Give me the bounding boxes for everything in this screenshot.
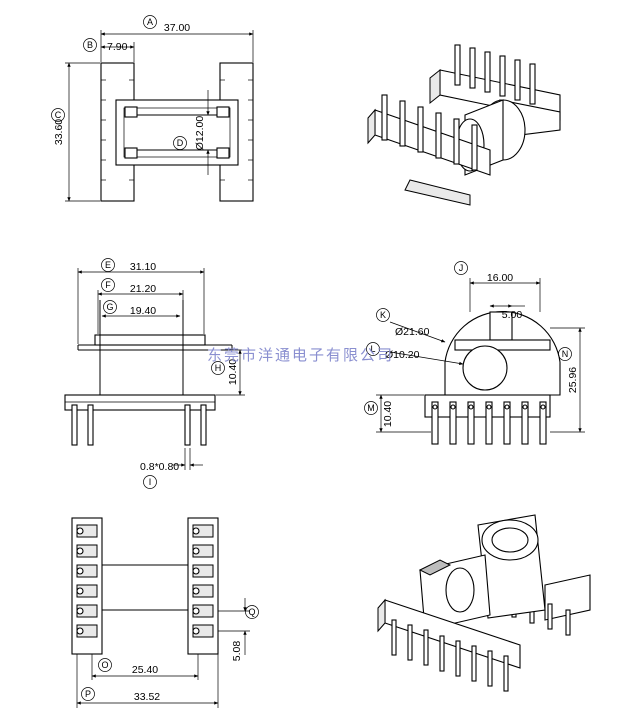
callout-f: F (105, 280, 111, 290)
company-watermark: 东莞市洋通电子有限公司 (207, 346, 394, 364)
callout-l: L (370, 344, 375, 354)
dim-f-value: 21.20 (130, 283, 156, 295)
callout-n: N (562, 349, 569, 359)
isometric-view-top (367, 44, 561, 206)
callout-o: O (101, 660, 108, 670)
dim-n-value: 25.96 (567, 367, 579, 393)
dim-j2-value: 5.00 (502, 309, 523, 321)
callout-c: C (55, 110, 62, 120)
bottom-view-right-pads (192, 524, 214, 638)
dim-a-value: 37.00 (164, 22, 190, 34)
callout-a: A (147, 17, 153, 27)
dim-q-value: 5.08 (231, 641, 243, 662)
front-view-pins (71, 404, 207, 446)
callout-h: H (215, 363, 222, 373)
callout-j: J (459, 263, 464, 273)
dim-c-value: 33.60 (53, 119, 65, 145)
callout-k: K (380, 310, 386, 320)
isometric-view-bottom (377, 514, 591, 692)
iso-bottom-front-pins (391, 619, 509, 692)
callout-i: I (149, 477, 152, 487)
iso-top-back-pins (454, 44, 536, 105)
callout-b: B (87, 40, 93, 50)
dim-h-value: 10.40 (227, 359, 239, 385)
callout-e: E (105, 260, 111, 270)
front-view: 31.10 E 21.20 F 19.40 G 10.40 H 0.8*0.80… (64, 258, 245, 489)
dim-b-value: 7.90 (107, 41, 128, 53)
top-view: 37.00 A 7.90 B 33.60 C Ø12.00 D (51, 15, 254, 202)
front-view-base (64, 394, 216, 411)
dim-g-value: 19.40 (130, 305, 156, 317)
side-view: 16.00 J 5.00 Ø21.60 K Ø10.20 L 10.40 M 2… (364, 261, 585, 445)
callout-m: M (367, 403, 375, 413)
callout-p: P (85, 689, 91, 699)
dim-j-value: 16.00 (487, 272, 513, 284)
callout-g: G (106, 302, 113, 312)
bottom-view-left-pads (76, 524, 98, 638)
side-view-core (462, 345, 508, 391)
dim-m-value: 10.40 (382, 401, 394, 427)
dim-o-value: 25.40 (132, 664, 158, 676)
dim-k-value: Ø21.60 (395, 326, 430, 338)
side-view-pins (431, 401, 547, 445)
dim-l-value: Ø10.20 (385, 349, 420, 361)
bottom-view: 5.08 Q 25.40 O 33.52 P (71, 517, 259, 708)
callout-q: Q (248, 607, 255, 617)
iso-top-front-pins (381, 94, 478, 171)
dim-p-value: 33.52 (134, 691, 160, 703)
callout-d: D (177, 138, 184, 148)
dim-i-value: 0.8*0.80 (140, 461, 179, 473)
dim-e-value: 31.10 (130, 261, 156, 273)
dim-d-value: Ø12.00 (194, 116, 206, 151)
